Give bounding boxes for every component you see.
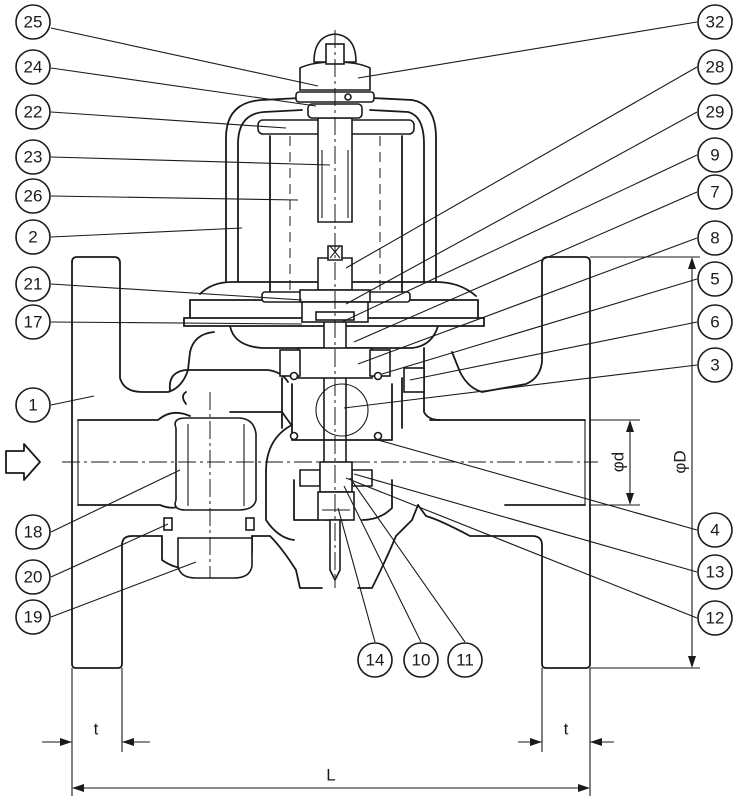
flow-arrow-icon	[5, 443, 41, 481]
balloon-17: 17	[15, 304, 51, 340]
balloon-1: 1	[15, 387, 51, 423]
balloon-10: 10	[403, 642, 439, 678]
balloon-8: 8	[697, 220, 733, 256]
balloon-9: 9	[697, 137, 733, 173]
balloon-29: 29	[697, 94, 733, 130]
svg-text:21: 21	[24, 275, 43, 294]
balloon-25: 25	[15, 4, 51, 40]
balloon-3: 3	[697, 347, 733, 383]
balloon-12: 12	[697, 600, 733, 636]
balloon-11: 11	[447, 642, 483, 678]
face-to-face-length-label: L	[326, 766, 335, 785]
svg-text:13: 13	[706, 563, 725, 582]
svg-text:12: 12	[706, 609, 725, 628]
balloon-24: 24	[15, 49, 51, 85]
svg-text:8: 8	[710, 229, 719, 248]
svg-text:2: 2	[28, 228, 37, 247]
svg-text:22: 22	[24, 103, 43, 122]
leader-lines	[50, 21, 698, 643]
balloon-28: 28	[697, 49, 733, 85]
balloon-23: 23	[15, 139, 51, 175]
balloon-26: 26	[15, 178, 51, 214]
flange-thickness-right-label: t	[564, 720, 569, 739]
balloon-5: 5	[697, 261, 733, 297]
balloon-22: 22	[15, 94, 51, 130]
spring-assembly	[257, 33, 425, 582]
svg-text:28: 28	[706, 58, 725, 77]
svg-text:11: 11	[456, 651, 474, 670]
svg-text:32: 32	[706, 13, 725, 32]
dimension-lines	[42, 256, 700, 796]
svg-text:26: 26	[24, 187, 43, 206]
svg-text:7: 7	[710, 183, 719, 202]
svg-text:25: 25	[24, 13, 43, 32]
svg-text:5: 5	[710, 270, 719, 289]
balloon-32: 32	[697, 4, 733, 40]
balloon-21: 21	[15, 266, 51, 302]
svg-text:4: 4	[710, 521, 719, 540]
svg-text:1: 1	[28, 396, 37, 415]
flange-thickness-left-label: t	[94, 720, 99, 739]
svg-text:29: 29	[706, 103, 725, 122]
balloon-20: 20	[15, 559, 51, 595]
flange-diameter-label: φD	[671, 450, 690, 473]
balloon-2: 2	[15, 219, 51, 255]
svg-text:24: 24	[24, 58, 43, 77]
svg-text:6: 6	[710, 313, 719, 332]
svg-text:18: 18	[24, 523, 43, 542]
center-lines	[62, 30, 598, 588]
balloon-19: 19	[15, 599, 51, 635]
svg-text:14: 14	[366, 651, 385, 670]
balloon-7: 7	[697, 174, 733, 210]
svg-text:3: 3	[710, 356, 719, 375]
svg-text:23: 23	[24, 148, 43, 167]
balloon-6: 6	[697, 304, 733, 340]
balloon-18: 18	[15, 514, 51, 550]
svg-text:10: 10	[412, 651, 431, 670]
svg-text:20: 20	[24, 568, 43, 587]
svg-text:19: 19	[24, 608, 43, 627]
balloon-14: 14	[357, 642, 393, 678]
svg-text:9: 9	[710, 146, 719, 165]
svg-text:17: 17	[24, 313, 43, 332]
balloon-13: 13	[697, 554, 733, 590]
bore-diameter-label: φd	[609, 452, 628, 472]
balloon-4: 4	[697, 512, 733, 548]
